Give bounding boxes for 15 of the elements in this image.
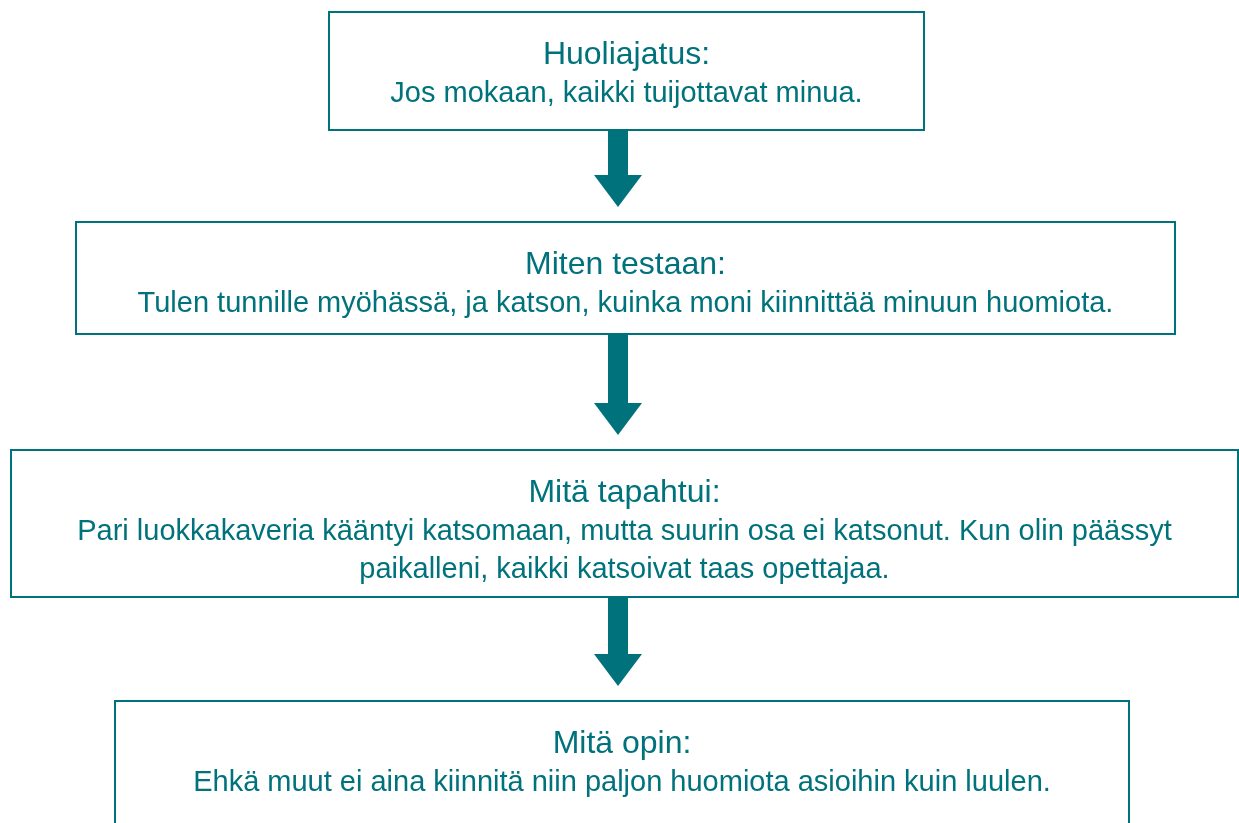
box-heading: Mitä tapahtui: [528, 472, 721, 511]
box-text: Jos mokaan, kaikki tuijottavat minua. [390, 75, 863, 110]
process-box [328, 11, 925, 131]
arrow [594, 335, 642, 435]
box-heading: Miten testaan: [525, 244, 726, 283]
arrow [594, 131, 642, 207]
box-heading: Mitä opin: [552, 723, 692, 762]
process-box [75, 221, 1176, 335]
box-text: Pari luokkakaveria kääntyi katsomaan, mutta suurin osa ei katsonut. Kun olin päässyt paikalleni, kaikki katsoivat taas opettajaa. [76, 513, 1173, 586]
box-text: Tulen tunnille myöhässä, ja katson, kuinka moni kiinnittää minuun huomiota. [137, 285, 1114, 320]
box-text: Ehkä muut ei aina kiinnitä niin paljon huomiota asioihin kuin luulen. [193, 764, 1051, 799]
process-box [114, 700, 1130, 823]
arrow [594, 598, 642, 686]
box-heading: Huoliajatus: [542, 34, 711, 73]
process-box [10, 449, 1239, 598]
